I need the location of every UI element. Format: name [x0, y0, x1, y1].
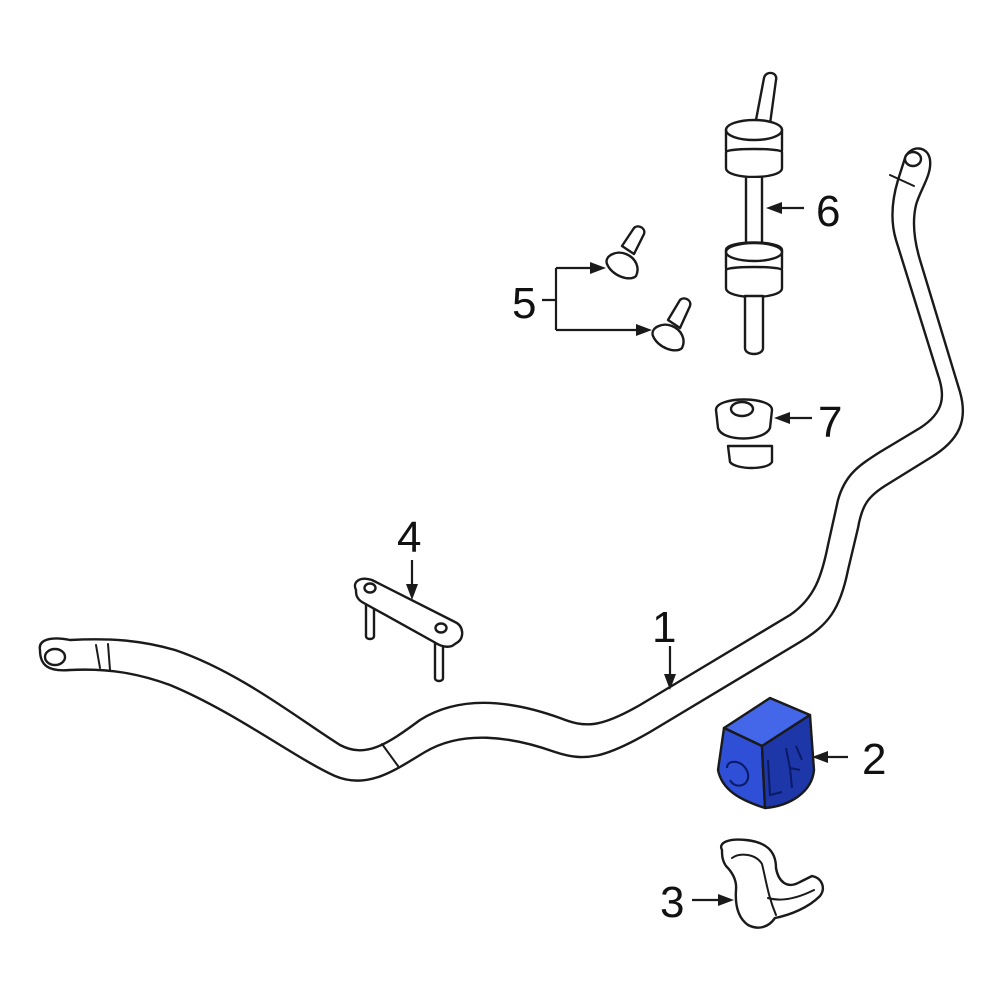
stabilizer-link[interactable] — [724, 71, 784, 356]
bolt-upper[interactable] — [605, 225, 646, 280]
callout-3-label: 3 — [660, 878, 684, 927]
flange-nut[interactable] — [714, 398, 774, 470]
callout-1-label: 1 — [652, 603, 676, 652]
callout-7-label: 7 — [818, 398, 842, 447]
bushing-bracket[interactable] — [719, 838, 824, 929]
callout-4-label: 4 — [397, 513, 421, 562]
callout-6: 6 — [766, 187, 840, 236]
callout-2-label: 2 — [862, 735, 886, 784]
callout-2: 2 — [812, 735, 886, 784]
callout-7: 7 — [774, 398, 842, 447]
callout-6-label: 6 — [816, 187, 840, 236]
bracket-plate[interactable] — [353, 577, 464, 683]
stabilizer-bar[interactable] — [38, 147, 965, 782]
bushing-highlighted[interactable] — [716, 696, 816, 810]
callout-5-label: 5 — [512, 279, 536, 328]
callout-1: 1 — [652, 603, 676, 690]
callout-4: 4 — [397, 513, 421, 600]
callout-3: 3 — [660, 878, 734, 927]
callout-5: 5 — [512, 262, 652, 336]
bolt-lower[interactable] — [651, 297, 692, 352]
